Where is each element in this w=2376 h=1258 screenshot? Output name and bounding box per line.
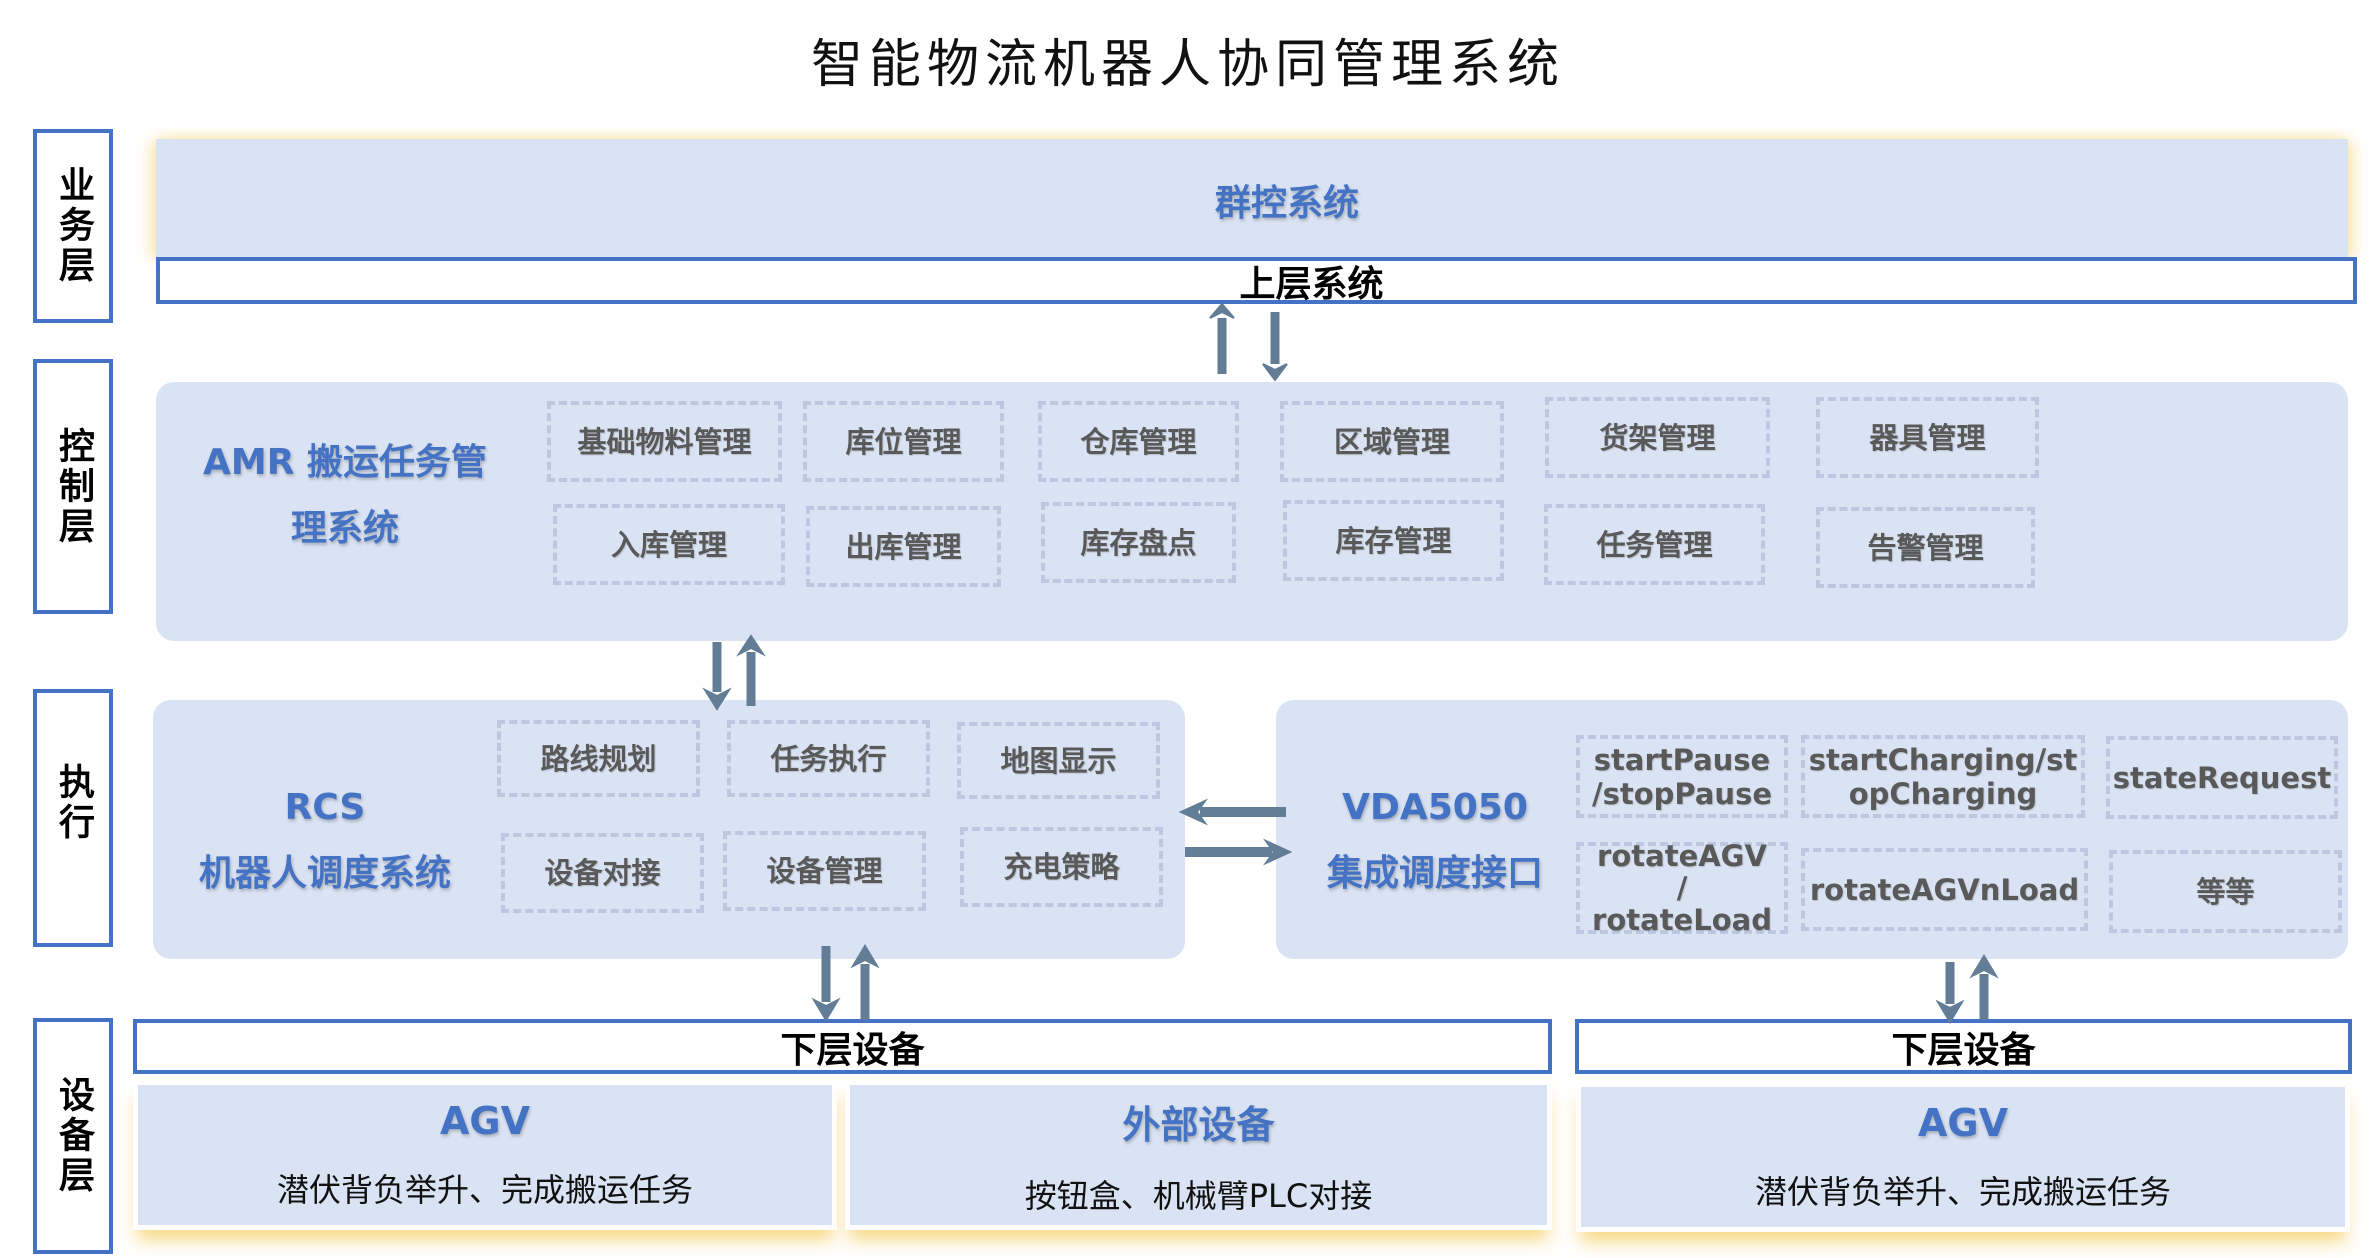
rcs-module[interactable]: 设备对接 bbox=[501, 833, 704, 913]
vda5050-panel bbox=[1276, 700, 2348, 959]
amr-module[interactable]: 库位管理 bbox=[803, 401, 1004, 482]
layer-label-execution: 执行 bbox=[33, 689, 113, 947]
device-card-external: 外部设备 按钮盒、机械臂PLC对接 bbox=[845, 1080, 1552, 1230]
amr-module[interactable]: 区域管理 bbox=[1280, 401, 1504, 482]
arrow-upper-to-amr bbox=[1262, 312, 1288, 382]
arrow-vda-to-rcs bbox=[1178, 798, 1286, 826]
arrow-devices-to-vda bbox=[1969, 954, 1999, 1020]
layer-label-device-text: 设备层 bbox=[53, 1076, 94, 1196]
upper-system-bar: 上层系统 bbox=[156, 257, 2357, 305]
rcs-title-line1: RCS bbox=[284, 787, 366, 828]
lower-device-bar-left: 下层设备 bbox=[133, 1019, 1552, 1074]
amr-module[interactable]: 货架管理 bbox=[1545, 397, 1770, 478]
layer-label-control: 控制层 bbox=[33, 359, 113, 614]
upper-system-label: 上层系统 bbox=[1239, 263, 1384, 305]
layer-label-business: 业务层 bbox=[33, 129, 113, 323]
rcs-module[interactable]: 路线规划 bbox=[497, 720, 700, 797]
vda5050-panel-title: VDA5050 集成调度接口 bbox=[1300, 775, 1570, 907]
amr-module[interactable]: 入库管理 bbox=[553, 504, 785, 585]
rcs-module[interactable]: 充电策略 bbox=[960, 827, 1163, 907]
amr-module[interactable]: 任务管理 bbox=[1544, 504, 1765, 585]
device-card-agv-2: AGV 潜伏背负举升、完成搬运任务 bbox=[1576, 1082, 2350, 1232]
rcs-module[interactable]: 设备管理 bbox=[723, 831, 926, 911]
diagram-title: 智能物流机器人协同管理系统 bbox=[810, 35, 1565, 95]
arrow-rcs-to-amr bbox=[736, 634, 766, 706]
amr-title-line2: 理系统 bbox=[290, 508, 399, 549]
group-control-system-title: 群控系统 bbox=[1214, 183, 1359, 224]
arrow-vda-to-devices bbox=[1935, 962, 1965, 1024]
layer-label-control-text: 控制层 bbox=[53, 426, 94, 547]
group-control-system-panel: 群控系统 bbox=[156, 139, 2348, 261]
device-card-desc: 潜伏背负举升、完成搬运任务 bbox=[276, 1171, 693, 1209]
amr-module[interactable]: 出库管理 bbox=[806, 506, 1001, 587]
rcs-module[interactable]: 任务执行 bbox=[727, 720, 930, 797]
amr-module[interactable]: 告警管理 bbox=[1816, 507, 2035, 588]
arrow-rcs-to-vda bbox=[1185, 838, 1293, 866]
device-card-title: AGV bbox=[439, 1099, 530, 1143]
lower-device-label-left: 下层设备 bbox=[780, 1029, 925, 1071]
amr-title-line1: AMR 搬运任务管 bbox=[203, 442, 487, 483]
rcs-title-line2: 机器人调度系统 bbox=[198, 853, 451, 894]
vda5050-title-line2: 集成调度接口 bbox=[1326, 853, 1543, 894]
vda-command-module[interactable]: 等等 bbox=[2109, 850, 2342, 933]
lower-device-label-right: 下层设备 bbox=[1891, 1029, 2036, 1071]
vda-command-module[interactable]: rotateAGVnLoad bbox=[1801, 848, 2088, 931]
layer-label-execution-text: 执行 bbox=[53, 763, 94, 843]
arrow-amr-to-upper bbox=[1209, 302, 1235, 374]
vda-command-module[interactable]: rotateAGV / rotateLoad bbox=[1576, 840, 1788, 936]
amr-panel-title: AMR 搬运任务管 理系统 bbox=[190, 430, 500, 562]
device-card-desc: 按钮盒、机械臂PLC对接 bbox=[1024, 1176, 1373, 1215]
device-card-agv: AGV 潜伏背负举升、完成搬运任务 bbox=[133, 1080, 837, 1230]
arrow-amr-to-rcs bbox=[702, 642, 732, 711]
amr-task-management-panel bbox=[156, 382, 2348, 641]
layer-label-device: 设备层 bbox=[33, 1018, 113, 1254]
vda-command-module[interactable]: startCharging/st opCharging bbox=[1801, 735, 2085, 818]
amr-module[interactable]: 仓库管理 bbox=[1038, 401, 1239, 482]
device-card-title: 外部设备 bbox=[1122, 1102, 1275, 1147]
vda5050-title-line1: VDA5050 bbox=[1342, 787, 1528, 828]
vda-command-module[interactable]: stateRequest bbox=[2106, 736, 2338, 819]
amr-module[interactable]: 基础物料管理 bbox=[547, 401, 782, 482]
amr-module[interactable]: 库存管理 bbox=[1283, 500, 1504, 581]
layer-label-business-text: 业务层 bbox=[53, 166, 94, 286]
rcs-module[interactable]: 地图显示 bbox=[957, 722, 1160, 799]
lower-device-bar-right: 下层设备 bbox=[1575, 1019, 2352, 1074]
amr-module[interactable]: 器具管理 bbox=[1816, 397, 2039, 478]
amr-module[interactable]: 库存盘点 bbox=[1041, 502, 1236, 583]
vda-command-module[interactable]: startPause /stopPause bbox=[1576, 735, 1788, 818]
device-card-desc: 潜伏背负举升、完成搬运任务 bbox=[1754, 1173, 2171, 1211]
rcs-panel-title: RCS 机器人调度系统 bbox=[180, 775, 470, 907]
device-card-title: AGV bbox=[1917, 1101, 2008, 1145]
